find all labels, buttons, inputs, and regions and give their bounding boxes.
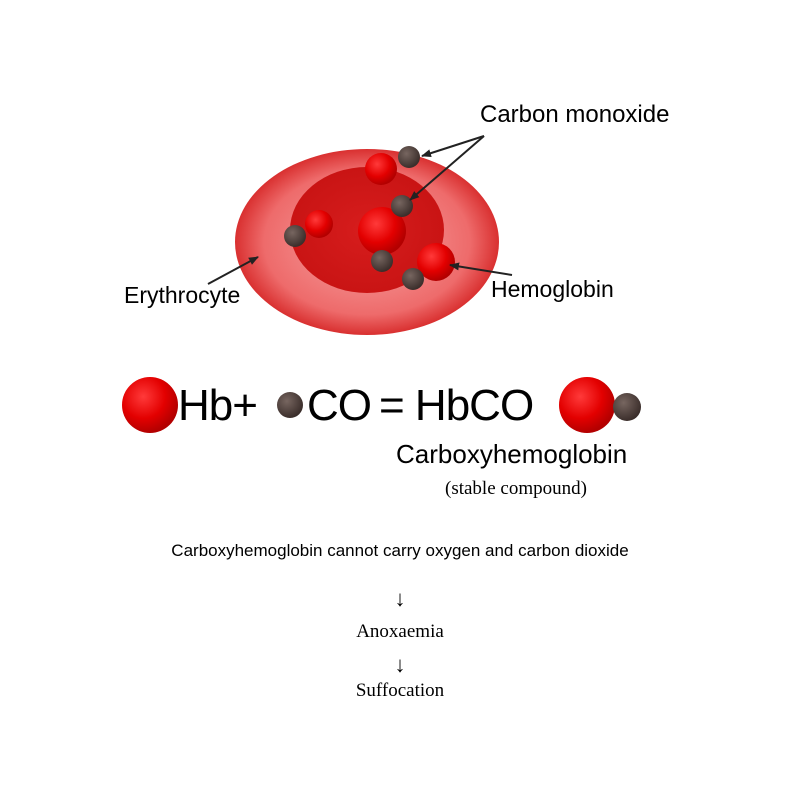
consequence-step-anoxaemia: Anoxaemia	[356, 621, 444, 642]
carboxyhemoglobin-label: Carboxyhemoglobin	[396, 439, 628, 469]
hemoglobin-molecule	[358, 207, 406, 255]
equation-co-term: CO	[307, 381, 372, 430]
equation-carbon-monoxide-molecule	[277, 392, 303, 418]
stable-compound-note: (stable compound)	[445, 478, 587, 499]
equation-result-term: = HbCO	[379, 381, 534, 430]
carbon-monoxide-molecule	[371, 250, 393, 272]
equation-carboxyhemoglobin-co	[613, 393, 641, 421]
hemoglobin-molecule	[417, 243, 455, 281]
hemoglobin-molecule	[365, 153, 397, 185]
down-arrow-icon: ↓	[394, 652, 406, 677]
carbon-monoxide-label: Carbon monoxide	[480, 101, 670, 128]
hemoglobin-molecule	[305, 210, 333, 238]
carbon-monoxide-molecule	[402, 268, 424, 290]
carbon-monoxide-pointer	[409, 135, 485, 201]
consequence-statement: Carboxyhemoglobin cannot carry oxygen an…	[171, 541, 629, 560]
consequence-step-suffocation: Suffocation	[355, 680, 445, 701]
erythrocyte-label: Erythrocyte	[124, 282, 241, 308]
carbon-monoxide-pointer	[421, 135, 485, 158]
carbon-monoxide-molecule	[391, 195, 413, 217]
equation-carboxyhemoglobin-hb	[559, 377, 615, 433]
equation-hb-term: Hb+	[178, 381, 258, 430]
equation-hemoglobin-molecule	[122, 377, 178, 433]
down-arrow-icon: ↓	[394, 586, 406, 611]
carbon-monoxide-molecule	[284, 225, 306, 247]
hemoglobin-pointer	[449, 262, 513, 276]
carbon-monoxide-molecule	[398, 146, 420, 168]
hemoglobin-label: Hemoglobin	[491, 276, 614, 302]
erythrocyte-pointer	[207, 256, 259, 285]
